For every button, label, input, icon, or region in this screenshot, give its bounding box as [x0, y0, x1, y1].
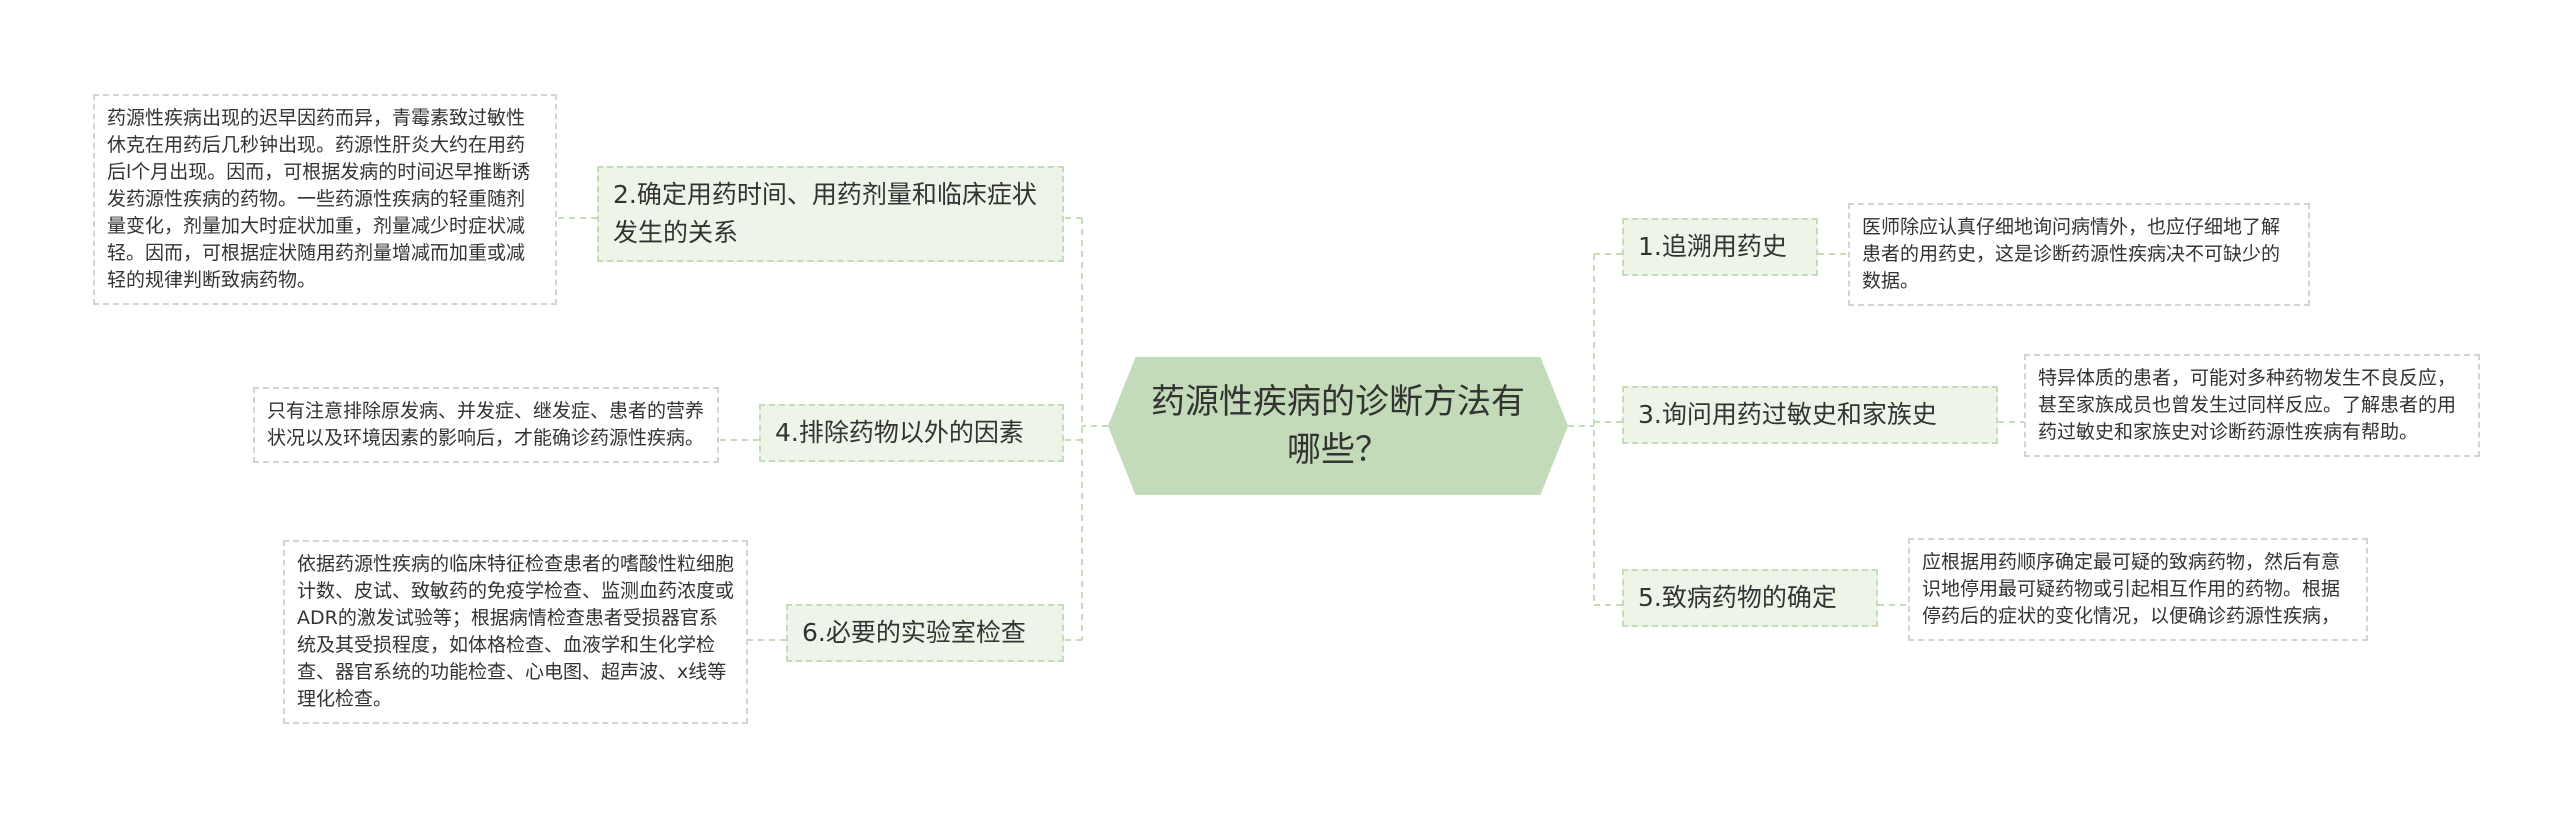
note-4-text: 只有注意排除原发病、并发症、继发症、患者的营养状况以及环境因素的影响后，才能确诊…: [267, 400, 705, 449]
note-4: 只有注意排除原发病、并发症、继发症、患者的营养状况以及环境因素的影响后，才能确诊…: [253, 387, 719, 463]
note-6: 依据药源性疾病的临床特征检查患者的嗜酸性粒细胞计数、皮试、致敏药的免疫学检查、监…: [283, 540, 748, 724]
branch-1-label: 1.追溯用药史: [1638, 232, 1787, 261]
note-1: 医师除应认真仔细地询问病情外，也应仔细地了解患者的用药史，这是诊断药源性疾病决不…: [1848, 203, 2310, 306]
note-3: 特异体质的患者，可能对多种药物发生不良反应，甚至家族成员也曾发生过同样反应。了解…: [2024, 354, 2480, 457]
note-3-text: 特异体质的患者，可能对多种药物发生不良反应，甚至家族成员也曾发生过同样反应。了解…: [2038, 367, 2457, 443]
branch-3-allergy-family-history[interactable]: 3.询问用药过敏史和家族史: [1622, 386, 1998, 444]
note-5: 应根据用药顺序确定最可疑的致病药物，然后有意识地停用最可疑药物或引起相互作用的药…: [1908, 538, 2368, 641]
note-2: 药源性疾病出现的迟早因药而异，青霉素致过敏性休克在用药后几秒钟出现。药源性肝炎大…: [93, 94, 557, 305]
branch-3-label: 3.询问用药过敏史和家族史: [1638, 400, 1937, 429]
branch-5-label: 5.致病药物的确定: [1638, 583, 1837, 612]
central-topic[interactable]: 药源性疾病的诊断方法有哪些？: [1108, 357, 1568, 495]
central-topic-label: 药源性疾病的诊断方法有哪些？: [1151, 382, 1525, 470]
branch-2-timing-dose-relation[interactable]: 2.确定用药时间、用药剂量和临床症状发生的关系: [597, 166, 1064, 262]
branch-2-label: 2.确定用药时间、用药剂量和临床症状发生的关系: [613, 180, 1037, 247]
note-1-text: 医师除应认真仔细地询问病情外，也应仔细地了解患者的用药史，这是诊断药源性疾病决不…: [1862, 216, 2281, 292]
branch-5-causative-drug[interactable]: 5.致病药物的确定: [1622, 569, 1878, 627]
branch-4-label: 4.排除药物以外的因素: [775, 418, 1024, 447]
branch-6-lab-tests[interactable]: 6.必要的实验室检查: [786, 604, 1064, 662]
branch-1-trace-medication-history[interactable]: 1.追溯用药史: [1622, 218, 1818, 276]
note-6-text: 依据药源性疾病的临床特征检查患者的嗜酸性粒细胞计数、皮试、致敏药的免疫学检查、监…: [297, 553, 735, 710]
note-2-text: 药源性疾病出现的迟早因药而异，青霉素致过敏性休克在用药后几秒钟出现。药源性肝炎大…: [107, 107, 531, 291]
branch-4-exclude-non-drug-factors[interactable]: 4.排除药物以外的因素: [759, 404, 1064, 462]
branch-6-label: 6.必要的实验室检查: [802, 618, 1026, 647]
note-5-text: 应根据用药顺序确定最可疑的致病药物，然后有意识地停用最可疑药物或引起相互作用的药…: [1922, 551, 2341, 627]
